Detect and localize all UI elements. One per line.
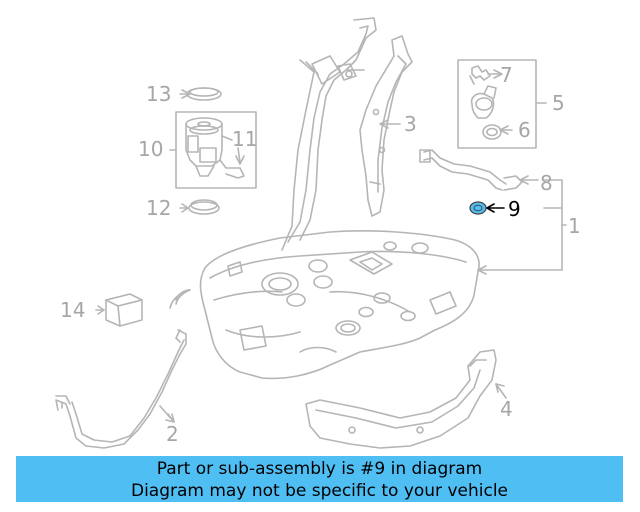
tank-strap-part-2 — [55, 329, 187, 449]
grommet-part-9-highlighted — [469, 201, 505, 215]
callout-14: 14 — [60, 298, 85, 322]
fuel-system-exploded-diagram: 1 2 3 4 5 6 7 8 9 10 11 12 13 14 — [55, 17, 581, 449]
seal-ring-part-12 — [179, 199, 220, 215]
callout-labels: 1 2 3 4 5 6 7 8 9 10 11 12 13 14 — [60, 63, 581, 446]
part-info-banner: Part or sub-assembly is #9 in diagram Di… — [16, 456, 623, 502]
callout-10: 10 — [138, 137, 163, 161]
lock-ring-part-13 — [179, 87, 222, 101]
filler-pipe — [281, 17, 377, 251]
callout-12: 12 — [146, 196, 171, 220]
callout-6: 6 — [518, 118, 531, 142]
valve-group-part-5 — [457, 59, 547, 149]
vent-hose-part-8 — [419, 149, 539, 191]
vent-pipe-part-3 — [359, 35, 413, 217]
callout-5: 5 — [552, 91, 565, 115]
leader-line-3 — [379, 119, 401, 129]
callout-11: 11 — [232, 127, 257, 151]
callout-1: 1 — [568, 214, 581, 238]
leader-line-1 — [477, 179, 567, 275]
callout-3: 3 — [404, 112, 417, 136]
control-module-part-14 — [95, 289, 191, 327]
clip-part-7 — [469, 65, 503, 85]
callout-8: 8 — [540, 171, 553, 195]
callout-9-highlighted: 9 — [508, 197, 521, 221]
fuel-pump-module-part-10 — [175, 111, 257, 189]
valve-part-6 — [470, 85, 513, 140]
banner-line-disclaimer: Diagram may not be specific to your vehi… — [130, 481, 508, 501]
fuel-tank-part-1 — [169, 230, 480, 380]
callout-7: 7 — [500, 63, 513, 87]
banner-line-part-number: Part or sub-assembly is #9 in diagram — [156, 459, 483, 479]
callout-4: 4 — [500, 397, 513, 421]
callout-2: 2 — [166, 422, 179, 446]
fuel-level-sensor-part-11 — [219, 147, 245, 179]
callout-13: 13 — [146, 82, 171, 106]
heat-shield-part-4 — [305, 349, 507, 449]
